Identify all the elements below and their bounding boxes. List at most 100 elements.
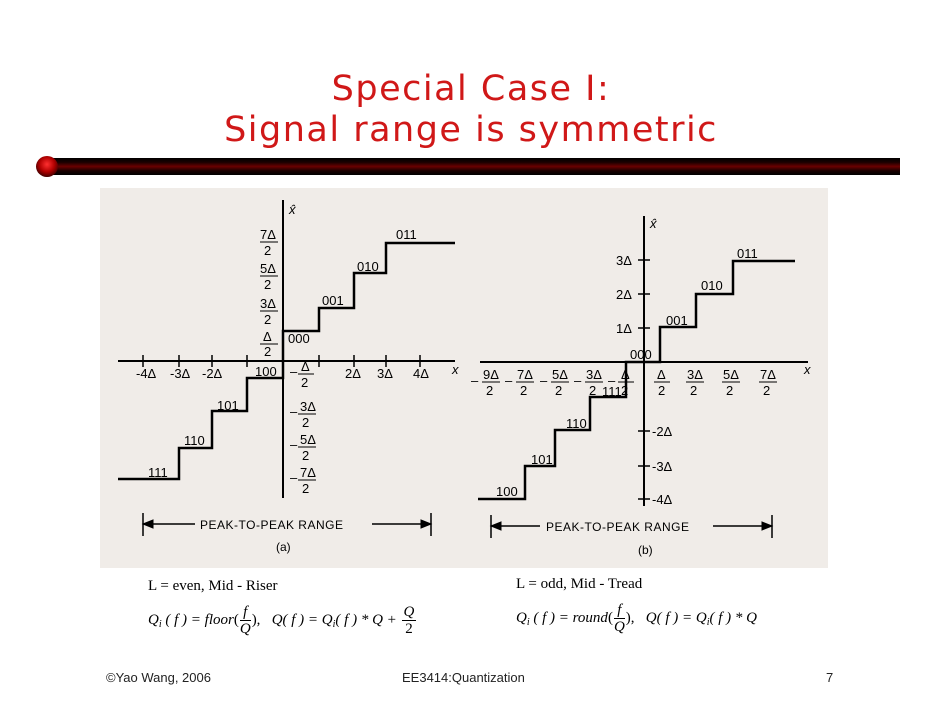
fig-b-xtick-p3: 3Δ 2: [686, 367, 704, 398]
quantizer-figure: -4Δ -3Δ -2Δ 2Δ 3Δ 4Δ x x̂ 7Δ 2 5Δ 2 3Δ 2: [100, 188, 828, 568]
fig-a-y-label: x̂: [288, 202, 296, 217]
svg-text:2: 2: [264, 277, 271, 292]
title-divider-bar: [42, 158, 900, 175]
fig-a-code-000: 000: [288, 331, 310, 346]
fig-b-xtick-m9: – 9Δ 2: [471, 367, 500, 398]
svg-text:–: –: [540, 373, 548, 388]
svg-text:3Δ: 3Δ: [586, 367, 602, 382]
svg-text:2: 2: [264, 344, 271, 359]
fig-a-ylevel-5: 5Δ 2: [260, 261, 278, 292]
fig-b-ytick-1: 1Δ: [616, 321, 632, 336]
svg-text:2: 2: [621, 383, 628, 398]
fig-a-code-011: 011: [396, 227, 417, 242]
svg-text:7Δ: 7Δ: [260, 227, 276, 242]
footer-course: EE3414:Quantization: [402, 670, 525, 685]
fig-b-y-label: x̂: [649, 216, 657, 231]
fig-b-xtick-p1: Δ 2: [654, 367, 670, 398]
fig-b-xtick-m7: – 7Δ 2: [505, 367, 534, 398]
fig-b-range-label: PEAK-TO-PEAK RANGE: [546, 520, 689, 534]
fig-b-xtick-m1: – Δ 2: [608, 367, 634, 398]
fig-b-code-100: 100: [496, 484, 518, 499]
fig-b-xtick-m3: – 3Δ 2: [574, 367, 603, 398]
left-formula-title: L = even, Mid - Riser: [148, 578, 278, 594]
svg-text:–: –: [471, 373, 479, 388]
svg-text:2: 2: [658, 383, 665, 398]
svg-text:9Δ: 9Δ: [483, 367, 499, 382]
fig-a-xtick-p4: 4Δ: [413, 366, 429, 381]
fig-b-code-111: 111: [602, 384, 622, 399]
fig-a-ylevel-7: 7Δ 2: [260, 227, 278, 258]
fig-a-ylevel-1: Δ 2: [260, 329, 278, 359]
figure-b: [478, 216, 808, 506]
fig-a-range-label: PEAK-TO-PEAK RANGE: [200, 518, 343, 532]
svg-text:–: –: [290, 364, 298, 379]
fig-b-ytick-m4: -4Δ: [652, 492, 673, 507]
svg-text:3Δ: 3Δ: [300, 399, 316, 414]
fig-a-xtick-m4: -4Δ: [136, 366, 157, 381]
svg-text:2: 2: [763, 383, 770, 398]
fig-a-caption: (a): [276, 540, 291, 554]
fig-b-code-101: 101: [531, 452, 553, 467]
svg-text:–: –: [290, 404, 298, 419]
svg-text:2: 2: [589, 383, 596, 398]
fig-a-ylevel-m5: – 5Δ 2: [290, 432, 316, 463]
fig-b-xtick-p7: 7Δ 2: [759, 367, 777, 398]
svg-text:5Δ: 5Δ: [260, 261, 276, 276]
fig-a-code-010: 010: [357, 259, 379, 274]
fig-a-ylevel-m1: – Δ 2: [290, 359, 314, 390]
svg-text:3Δ: 3Δ: [687, 367, 703, 382]
fig-b-code-010: 010: [701, 278, 723, 293]
fig-a-code-101: 101: [217, 398, 239, 413]
svg-text:2: 2: [264, 243, 271, 258]
fig-a-ylevel-m3: – 3Δ 2: [290, 399, 316, 430]
svg-text:Δ: Δ: [301, 359, 310, 374]
svg-text:2: 2: [726, 383, 733, 398]
fig-b-code-011: 011: [737, 246, 758, 261]
svg-text:7Δ: 7Δ: [300, 465, 316, 480]
fig-a-xtick-p3: 3Δ: [377, 366, 393, 381]
fig-b-labels: x x̂ 3Δ 2Δ 1Δ -2Δ -3Δ -4Δ – 9Δ 2 – 7Δ 2 …: [471, 216, 811, 557]
slide-title-line2: Signal range is symmetric: [224, 110, 718, 150]
fig-a-ylevel-3: 3Δ 2: [260, 296, 278, 327]
svg-text:5Δ: 5Δ: [552, 367, 568, 382]
svg-text:–: –: [505, 373, 513, 388]
fig-b-ytick-m2: -2Δ: [652, 424, 673, 439]
right-formula-title: L = odd, Mid - Tread: [516, 576, 643, 592]
svg-text:2: 2: [690, 383, 697, 398]
fig-a-xtick-m3: -3Δ: [170, 366, 191, 381]
fig-b-code-000: 000: [630, 347, 652, 362]
fig-a-code-001: 001: [322, 293, 344, 308]
svg-text:2: 2: [520, 383, 527, 398]
fig-a-range-arrow: [141, 513, 433, 536]
fig-b-ytick-m3: -3Δ: [652, 459, 673, 474]
svg-text:2: 2: [301, 375, 308, 390]
svg-text:2: 2: [264, 312, 271, 327]
fig-b-staircase: [478, 259, 795, 501]
svg-text:2: 2: [302, 448, 309, 463]
svg-text:2: 2: [302, 481, 309, 496]
fig-a-ylevel-m7: – 7Δ 2: [290, 465, 316, 496]
fig-a-code-100: 100: [255, 364, 277, 379]
fig-b-xtick-m5: – 5Δ 2: [540, 367, 569, 398]
fig-b-caption: (b): [638, 543, 653, 557]
figure-a: [118, 200, 455, 498]
fig-b-range-arrow: [489, 515, 774, 538]
svg-text:–: –: [290, 470, 298, 485]
fig-b-x-label: x: [803, 362, 811, 377]
fig-a-labels: -4Δ -3Δ -2Δ 2Δ 3Δ 4Δ x x̂ 7Δ 2 5Δ 2 3Δ 2: [136, 202, 459, 554]
fig-a-staircase: [118, 241, 455, 481]
svg-text:–: –: [608, 373, 616, 388]
footer-copyright: ©Yao Wang, 2006: [106, 670, 211, 685]
fig-b-xtick-p5: 5Δ 2: [722, 367, 740, 398]
fig-a-xtick-p2: 2Δ: [345, 366, 361, 381]
fig-b-ytick-2: 2Δ: [616, 287, 632, 302]
divider-bullet-icon: [36, 156, 58, 177]
fig-b-ytick-3: 3Δ: [616, 253, 632, 268]
svg-text:2: 2: [486, 383, 493, 398]
svg-text:2: 2: [302, 415, 309, 430]
svg-text:7Δ: 7Δ: [517, 367, 533, 382]
fig-a-code-110: 110: [184, 433, 205, 448]
fig-a-x-label: x: [451, 362, 459, 377]
